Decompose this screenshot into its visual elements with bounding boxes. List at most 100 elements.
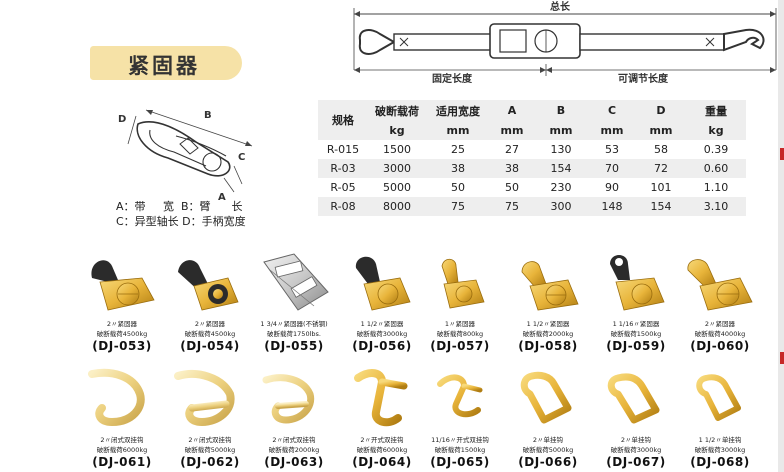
product-card-ratchet[interactable]: 2〃紧固器 破断载荷4500kg (DJ-054) [164, 248, 256, 353]
model-cell: R-015 [318, 140, 368, 159]
column-header: D [636, 100, 686, 121]
section-title-tab: 紧固器 [90, 46, 242, 80]
table-cell: 90 [588, 178, 636, 197]
edge-marker [780, 148, 784, 160]
table-cell: 75 [490, 197, 534, 216]
product-code: (DJ-060) [690, 339, 750, 353]
product-size: 2〃闭式双挂钩 [100, 436, 144, 444]
product-card-ratchet[interactable]: 1 1/2〃紧固器 破断载荷2000kg (DJ-058) [502, 248, 594, 353]
table-cell: 53 [588, 140, 636, 159]
model-cell: R-03 [318, 159, 368, 178]
product-load: 破断载荷4500kg [96, 330, 148, 338]
spec-table: 规格 破断载荷 适用宽度 A B C D 重量 kg mm mm mm mm m… [318, 100, 746, 216]
product-card-hook[interactable]: 1 1/2〃单挂钩 破断载荷3000kg (DJ-068) [674, 364, 766, 469]
product-size: 1 1/2〃单挂钩 [698, 436, 742, 444]
buckle-dimension-diagram: B D C A [118, 109, 253, 203]
product-card-ratchet[interactable]: 1〃紧固器 破断载荷800kg (DJ-057) [414, 248, 506, 353]
product-card-hook[interactable]: 2〃闭式双挂钩 破断载荷6000kg (DJ-061) [76, 364, 168, 469]
product-card-hook[interactable]: 2〃单挂钩 破断载荷3000kg (DJ-067) [590, 364, 682, 469]
product-card-hook[interactable]: 11/16〃开式双挂钩 破断载荷1500kg (DJ-065) [414, 364, 506, 469]
model-cell: R-08 [318, 197, 368, 216]
diagram-legend-line-2: C：异型轴长 D：手柄宽度 [116, 215, 246, 228]
product-code: (DJ-054) [180, 339, 240, 353]
closed-double-hook-image [174, 370, 235, 427]
column-header: 破断载荷 [368, 100, 426, 121]
table-cell: 38 [490, 159, 534, 178]
dimension-b-label: B [204, 110, 212, 121]
product-load: 破断载荷3000kg [610, 446, 662, 454]
product-size: 11/16〃开式双挂钩 [431, 436, 489, 444]
ratchet-buckle-black-handle-image [355, 256, 411, 311]
ratchet-buckle-gold-image [687, 259, 753, 311]
table-cell: 148 [588, 197, 636, 216]
product-code: (DJ-065) [430, 455, 490, 469]
product-load: 破断载荷4000kg [694, 330, 746, 338]
product-size: 1 1/2〃紧固器 [360, 320, 404, 328]
product-code: (DJ-061) [92, 455, 152, 469]
product-card-ratchet[interactable]: 1 3/4〃紧固器(不锈钢) 破断载荷1750lbs. (DJ-055) [248, 248, 340, 353]
ratchet-buckle-gold-image [521, 261, 579, 311]
product-code: (DJ-066) [518, 455, 578, 469]
table-cell: 70 [588, 159, 636, 178]
ratchet-buckle-black-handle-image [178, 260, 239, 311]
table-cell: 8000 [368, 197, 426, 216]
product-size: 1 3/4〃紧固器(不锈钢) [260, 320, 328, 328]
table-cell: 5000 [368, 178, 426, 197]
column-header: 重量 [686, 100, 746, 121]
product-size: 2〃单挂钩 [620, 436, 652, 444]
product-card-hook[interactable]: 2〃单挂钩 破断载荷5000kg (DJ-066) [502, 364, 594, 469]
product-card-ratchet[interactable]: 2〃紧固器 破断载荷4000kg (DJ-060) [674, 248, 766, 353]
product-card-ratchet[interactable]: 1 1/16〃紧固器 破断载荷1500kg (DJ-059) [590, 248, 682, 353]
table-row: R-08 8000 75 75 300 148 154 3.10 [318, 197, 746, 216]
table-cell: 3.10 [686, 197, 746, 216]
open-double-hook-image [354, 369, 408, 427]
edge-marker [780, 352, 784, 364]
total-length-label: 总长 [550, 0, 571, 13]
column-unit: kg [368, 121, 426, 140]
product-size: 1 1/16〃紧固器 [612, 320, 660, 328]
open-double-hook-image [437, 374, 483, 418]
column-unit: mm [636, 121, 686, 140]
table-cell: 230 [534, 178, 588, 197]
fixed-length-label: 固定长度 [432, 72, 473, 85]
product-code: (DJ-064) [352, 455, 412, 469]
product-load: 破断载荷1500kg [610, 330, 662, 338]
product-load: 破断载荷800kg [436, 330, 484, 338]
product-code: (DJ-062) [180, 455, 240, 469]
column-header: B [534, 100, 588, 121]
product-size: 2〃紧固器 [194, 320, 226, 328]
column-unit: mm [534, 121, 588, 140]
product-card-hook[interactable]: 2〃闭式双挂钩 破断载荷2000kg (DJ-063) [248, 364, 340, 469]
product-card-hook[interactable]: 2〃闭式双挂钩 破断载荷5000kg (DJ-062) [164, 364, 256, 469]
product-load: 破断载荷3000kg [356, 330, 408, 338]
closed-double-hook-image [88, 368, 145, 427]
product-code: (DJ-058) [518, 339, 578, 353]
table-cell: 72 [636, 159, 686, 178]
product-size: 2〃闭式双挂钩 [272, 436, 316, 444]
table-cell: 50 [426, 178, 490, 197]
table-cell: 0.39 [686, 140, 746, 159]
product-code: (DJ-063) [264, 455, 324, 469]
ratchet-buckle-black-handle-image [91, 260, 155, 311]
product-card-ratchet[interactable]: 2〃紧固器 破断载荷4500kg (DJ-053) [76, 248, 168, 353]
product-load: 破断载荷1750lbs. [267, 330, 321, 338]
product-card-ratchet[interactable]: 1 1/2〃紧固器 破断载荷3000kg (DJ-056) [336, 248, 428, 353]
product-load: 破断载荷4500kg [184, 330, 236, 338]
product-load: 破断载荷5000kg [522, 446, 574, 454]
table-row: R-015 1500 25 27 130 53 58 0.39 [318, 140, 746, 159]
product-size: 2〃闭式双挂钩 [188, 436, 232, 444]
row-header-cell: 规格 [318, 100, 368, 140]
column-unit: kg [686, 121, 746, 140]
table-cell: 25 [426, 140, 490, 159]
ratchet-buckle-gold-image [441, 258, 485, 309]
dimension-d-label: D [118, 114, 126, 125]
table-cell: 101 [636, 178, 686, 197]
column-unit: mm [490, 121, 534, 140]
product-card-hook[interactable]: 2〃开式双挂钩 破断载荷6000kg (DJ-064) [336, 364, 428, 469]
product-size: 1 1/2〃紧固器 [526, 320, 570, 328]
product-size: 1〃紧固器 [444, 320, 476, 328]
single-hook-image [607, 373, 660, 424]
table-row: R-05 5000 50 50 230 90 101 1.10 [318, 178, 746, 197]
product-size: 2〃单挂钩 [532, 436, 564, 444]
table-cell: 58 [636, 140, 686, 159]
